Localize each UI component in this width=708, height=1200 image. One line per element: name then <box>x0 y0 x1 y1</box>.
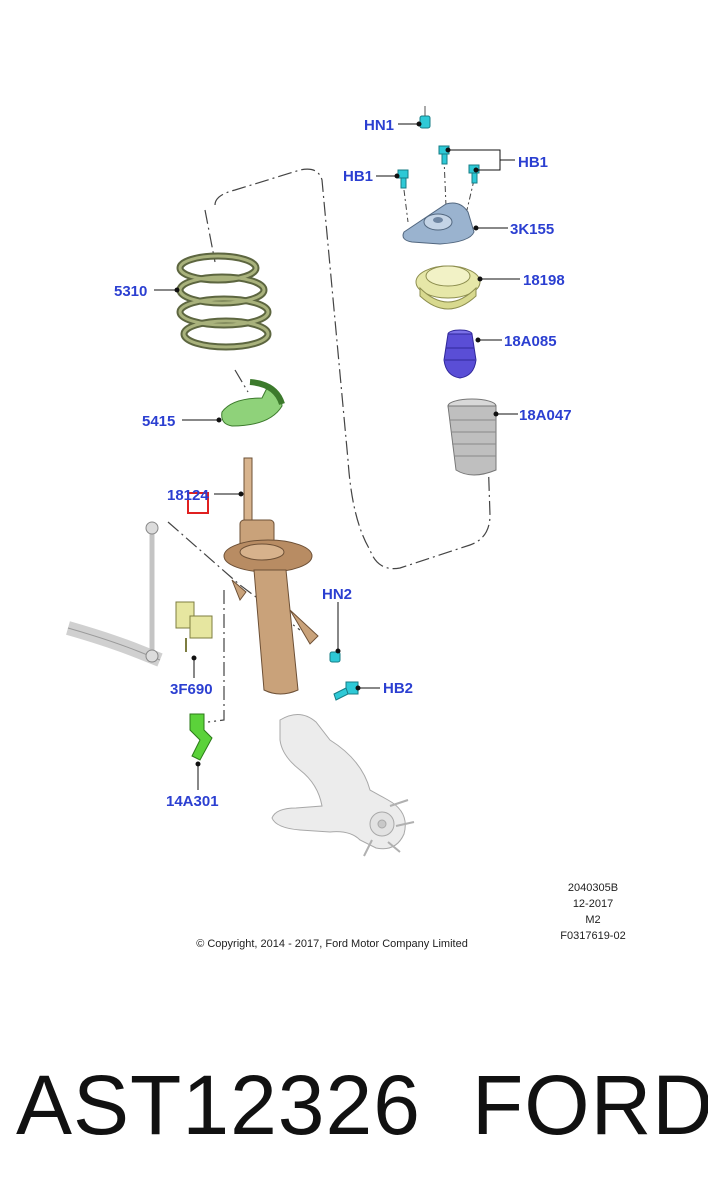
drawing-rev: M2 <box>585 914 600 926</box>
stabiliser-bar-icon <box>66 521 163 667</box>
steering-knuckle-icon <box>271 714 415 857</box>
footer-bar: AST12326 FORD <box>0 1040 708 1170</box>
label-18a085: 18A085 <box>504 333 557 350</box>
spring-seat-icon <box>221 379 285 427</box>
label-18124: 18124 <box>167 487 209 504</box>
label-5415: 5415 <box>142 413 175 430</box>
label-hn2: HN2 <box>322 586 352 603</box>
drawing-code: 2040305B <box>568 882 618 894</box>
label-5310: 5310 <box>114 283 147 300</box>
drawing-ref: F0317619-02 <box>560 930 625 942</box>
hb1-bolt-left-icon <box>397 169 409 189</box>
hb1-guide-line <box>403 157 475 223</box>
strut-icon <box>223 457 319 695</box>
hn2-nut-icon <box>329 651 341 663</box>
hb1-bolt-right-icon <box>468 164 480 184</box>
label-3k155: 3K155 <box>510 221 554 238</box>
highlight-box <box>187 492 209 514</box>
leader-lines <box>154 121 520 790</box>
dust-boot-icon <box>447 398 497 476</box>
exploded-parts-diagram: HN1 HB1 HB1 3K155 18198 18A085 18A047 53… <box>66 106 626 950</box>
assembly-outline <box>214 168 491 570</box>
label-18198: 18198 <box>523 272 565 289</box>
brand-name: FORD <box>472 1058 708 1152</box>
label-hb1-left: HB1 <box>343 168 373 185</box>
strut-bearing-icon <box>415 265 481 310</box>
label-18a047: 18A047 <box>519 407 572 424</box>
coil-spring-highlight <box>178 254 270 349</box>
wiring-bracket-14a301-icon <box>189 713 213 761</box>
copyright-notice: © Copyright, 2014 - 2017, Ford Motor Com… <box>196 938 468 950</box>
label-3f690: 3F690 <box>170 681 213 698</box>
part-number: AST12326 <box>16 1058 421 1152</box>
sensor-bracket-3f690-icon <box>175 601 213 652</box>
drawing-date: 12-2017 <box>573 898 613 910</box>
label-14a301: 14A301 <box>166 793 219 810</box>
bracket-guide-line <box>207 590 225 723</box>
hn1-nut-icon <box>419 106 431 129</box>
top-mount-icon <box>402 202 475 245</box>
label-hb1-right: HB1 <box>518 154 548 171</box>
label-hn1: HN1 <box>364 117 394 134</box>
bump-stop-icon <box>443 329 477 379</box>
label-hb2: HB2 <box>383 680 413 697</box>
hb2-bolt-icon <box>333 681 359 701</box>
